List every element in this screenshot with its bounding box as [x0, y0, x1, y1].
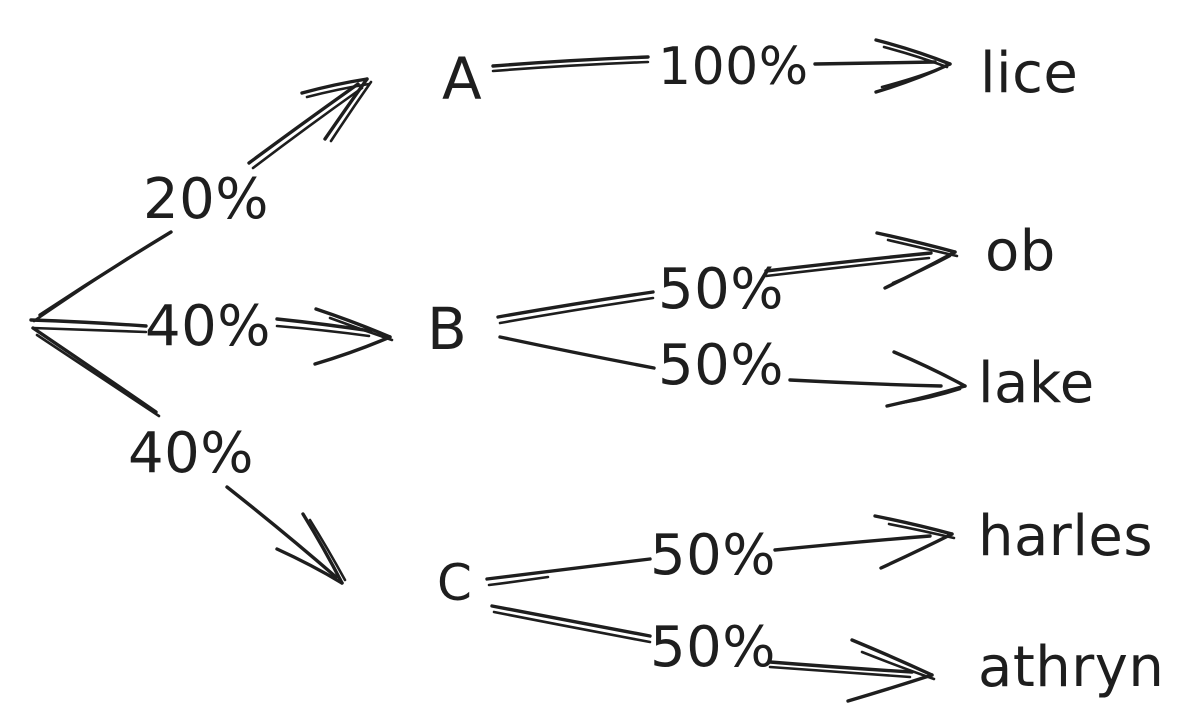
probability-label-50-harles: 50%	[650, 523, 776, 588]
probability-label-40-c: 40%	[128, 421, 254, 486]
arrow-40-to-c	[225, 485, 347, 585]
probability-label-40-b: 40%	[145, 294, 271, 359]
arrow-b-to-lake	[498, 335, 967, 408]
outcome-label-athryn: athryn	[978, 635, 1165, 700]
outcome-label-harles: harles	[978, 504, 1154, 569]
root-branch-line-to-a	[32, 230, 173, 323]
outcome-label-lake: lake	[978, 351, 1095, 416]
probability-label-50-lake: 50%	[658, 333, 784, 398]
arrow-40-to-b	[275, 307, 394, 366]
root-branch-line-to-c	[31, 326, 161, 418]
arrow-c-to-harles	[485, 514, 956, 587]
probability-label-50-athryn: 50%	[650, 615, 776, 680]
outcome-label-ob: ob	[985, 219, 1056, 284]
probability-label-100: 100%	[658, 37, 809, 97]
node-label-c: C	[437, 554, 473, 612]
probability-label-50-ob: 50%	[658, 257, 784, 322]
root-branch-line-to-b	[29, 318, 148, 334]
arrow-b-to-ob	[496, 231, 959, 325]
probability-label-20: 20%	[143, 167, 269, 232]
node-label-a: A	[442, 45, 483, 113]
arrow-c-to-athryn	[490, 604, 936, 703]
outcome-label-lice: lice	[980, 41, 1079, 106]
node-label-b: B	[427, 295, 468, 363]
arrow-a-to-lice	[491, 38, 952, 94]
arrow-20-to-a	[247, 77, 373, 170]
